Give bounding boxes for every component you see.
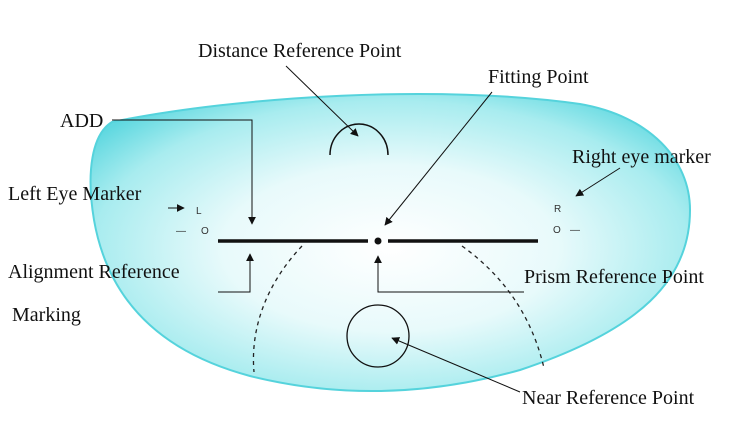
distance-reference-leader bbox=[285, 65, 359, 137]
label-distance-reference-point: Distance Reference Point bbox=[198, 40, 402, 62]
alignment-reference-leader bbox=[218, 253, 254, 293]
label-near-reference-point: Near Reference Point bbox=[522, 387, 695, 409]
label-add: ADD bbox=[60, 110, 103, 132]
near-reference-leader bbox=[391, 337, 521, 393]
label-alignment-reference-line2: Marking bbox=[12, 304, 81, 326]
near-reference-circle bbox=[346, 304, 410, 368]
corridor-right-dashed bbox=[461, 245, 545, 369]
label-alignment-reference-line1: Alignment Reference bbox=[8, 261, 180, 283]
prism-reference-leader bbox=[374, 255, 524, 293]
right-circle-mark: O bbox=[553, 225, 561, 236]
add-leader bbox=[112, 119, 256, 225]
prism-reference-dot bbox=[374, 237, 382, 245]
right-dash-mark: — bbox=[570, 225, 580, 236]
distance-reference-arc bbox=[329, 123, 389, 156]
left-circle-mark: O bbox=[201, 226, 209, 237]
left-dash-mark: — bbox=[176, 226, 186, 237]
right-eye-leader bbox=[575, 167, 621, 197]
label-prism-reference-point: Prism Reference Point bbox=[524, 266, 704, 288]
right-letter-mark: R bbox=[554, 204, 561, 215]
label-left-eye-marker: Left Eye Marker bbox=[8, 183, 142, 205]
corridor-left-dashed bbox=[252, 245, 303, 373]
label-fitting-point: Fitting Point bbox=[488, 66, 589, 88]
fitting-point-leader bbox=[384, 91, 493, 226]
left-letter-mark: L bbox=[196, 206, 202, 217]
label-right-eye-marker: Right eye marker bbox=[572, 146, 711, 168]
